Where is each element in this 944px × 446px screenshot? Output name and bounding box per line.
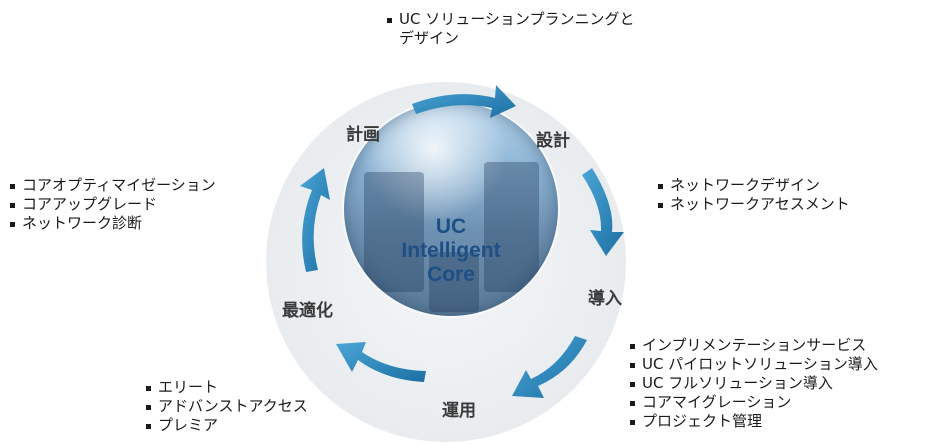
operate-list: エリート アドバンストアクセス プレミア — [144, 378, 308, 435]
list-item: プロジェクト管理 — [628, 412, 878, 431]
list-item: UC フルソリューション導入 — [628, 374, 878, 393]
stage-design: 設計 — [536, 131, 570, 151]
stage-optimize: 最適化 — [282, 301, 333, 321]
list-item: UC ソリューションプランニングと — [385, 10, 634, 29]
arrow-design-to-implement — [582, 168, 624, 256]
list-item: コアマイグレーション — [628, 393, 878, 412]
core-image — [344, 102, 558, 316]
core-title: UC Intelligent Core — [344, 215, 558, 287]
core-title-line2: Intelligent — [401, 239, 501, 262]
stage-operate: 運用 — [442, 401, 476, 421]
stage-implement: 導入 — [588, 289, 622, 309]
core-title-line3: Core — [427, 263, 475, 286]
list-item: エリート — [144, 378, 308, 397]
list-item: UC パイロットソリューション導入 — [628, 355, 878, 374]
plan-design-list: UC ソリューションプランニングと デザイン — [385, 10, 634, 48]
optimize-list: コアオプティマイゼーション コアアップグレード ネットワーク診断 — [8, 176, 216, 233]
stage-plan: 計画 — [346, 125, 380, 145]
list-item: アドバンストアクセス — [144, 397, 308, 416]
list-item: コアオプティマイゼーション — [8, 176, 216, 195]
list-item: ネットワーク診断 — [8, 214, 216, 233]
arrow-implement-to-operate — [512, 336, 587, 398]
arrow-operate-to-optimize — [336, 342, 426, 382]
implement-list: インプリメンテーションサービス UC パイロットソリューション導入 UC フルソ… — [628, 336, 878, 431]
list-item-continuation: デザイン — [399, 29, 460, 47]
list-item: コアアップグレード — [8, 195, 216, 214]
core-title-line1: UC — [435, 215, 467, 238]
list-item: プレミア — [144, 416, 308, 435]
list-item: ネットワークアセスメント — [656, 195, 850, 214]
arrow-optimize-to-plan — [300, 168, 330, 272]
list-item: インプリメンテーションサービス — [628, 336, 878, 355]
design-list: ネットワークデザイン ネットワークアセスメント — [656, 176, 850, 214]
arrow-plan-to-design — [412, 85, 516, 118]
list-item: ネットワークデザイン — [656, 176, 850, 195]
